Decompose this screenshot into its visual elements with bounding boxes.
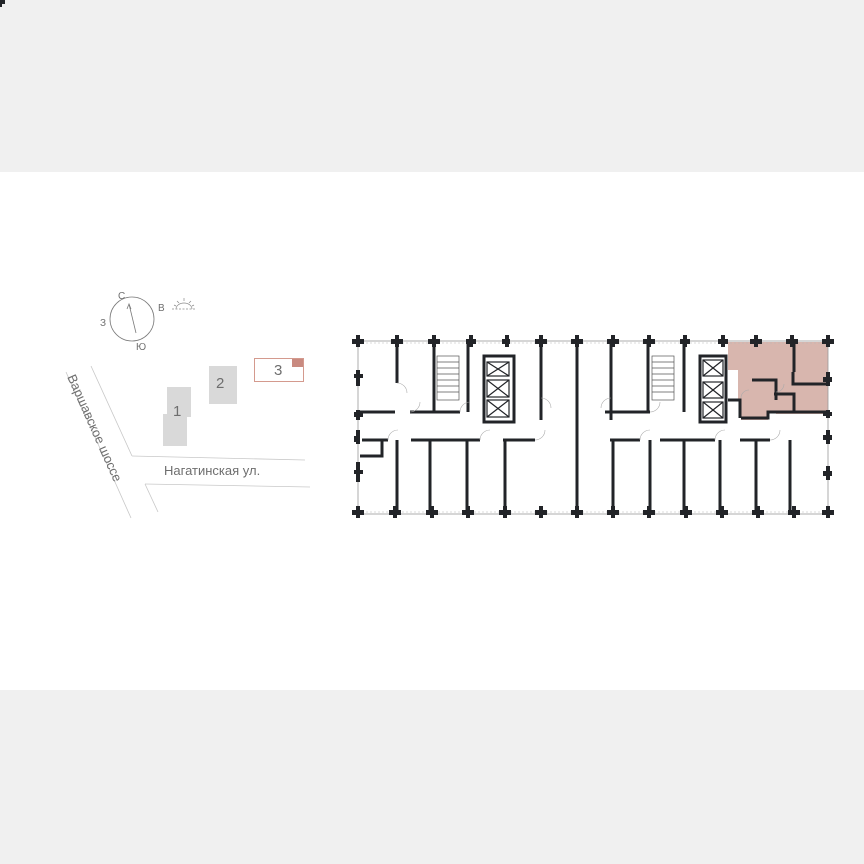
building-3-marker xyxy=(292,359,303,367)
building-2-shape[interactable] xyxy=(209,366,237,404)
columns xyxy=(0,0,5,7)
compass-north: С xyxy=(118,291,126,302)
facade-outline xyxy=(357,340,829,515)
building-1-label: 1 xyxy=(173,403,182,420)
sunrise-icon xyxy=(172,298,196,310)
selected-apartment[interactable] xyxy=(728,342,828,420)
building-2-label: 2 xyxy=(216,375,225,392)
walls xyxy=(358,342,828,512)
building-3-shape[interactable] xyxy=(254,358,304,382)
compass-west: З xyxy=(100,318,107,329)
compass-east: В xyxy=(158,303,165,314)
building-3-label: 3 xyxy=(274,362,283,379)
elevators xyxy=(486,359,724,419)
door-swings xyxy=(387,382,785,441)
street-lines xyxy=(65,365,311,519)
building-1-shape[interactable] xyxy=(167,387,191,417)
compass-south: Ю xyxy=(136,342,147,353)
compass-icon xyxy=(109,296,155,342)
street-nagatinskaya: Нагатинская ул. xyxy=(164,463,261,478)
stairs xyxy=(436,355,675,401)
building-1-shape-lower[interactable] xyxy=(163,414,187,446)
